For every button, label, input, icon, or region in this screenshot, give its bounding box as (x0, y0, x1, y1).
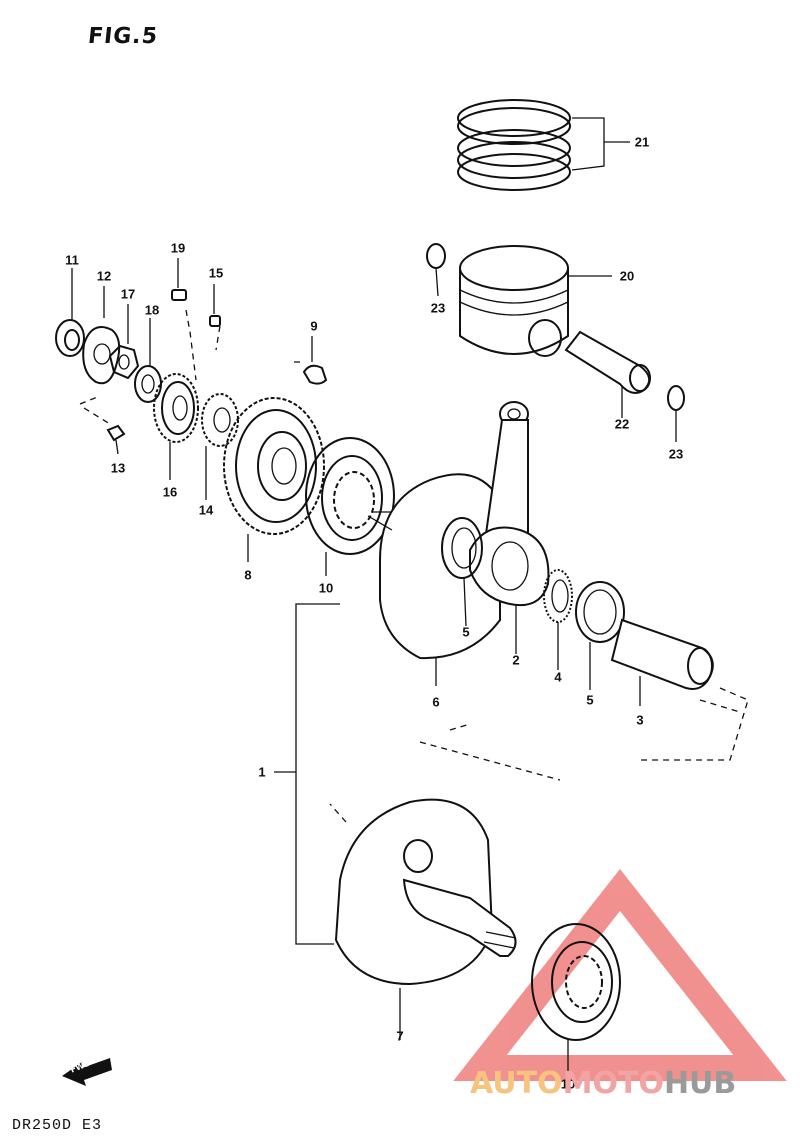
callout-thrust-washer-left: 5 (462, 624, 470, 640)
callout-primary-gear: 16 (162, 484, 178, 500)
connecting-rod (469, 401, 550, 654)
figure-title: FIG.5 (86, 24, 160, 49)
watermark-part-moto: MOTO (562, 1066, 664, 1101)
callout-crank-web-right: 6 (432, 694, 440, 710)
callout-dowel-pin: 9 (310, 318, 318, 334)
circlip-lower (667, 385, 685, 411)
callout-crank-pin: 3 (636, 712, 644, 728)
watermark-text: AUTOMOTOHUB (470, 1066, 736, 1101)
fwd-arrow-icon (62, 1058, 112, 1086)
key-19 (171, 289, 187, 301)
callout-piston-pin: 22 (614, 416, 630, 432)
crankshaft-bearing-right (531, 923, 621, 1076)
callout-piston: 20 (619, 268, 635, 284)
callout-circlip-upper: 23 (430, 300, 446, 316)
callout-washer: 18 (144, 302, 160, 318)
balancer-drive-gear (201, 393, 239, 500)
primary-drive-gear (153, 373, 199, 480)
callout-circlip-lower: 23 (668, 446, 684, 462)
callout-crank-web-left: 7 (396, 1028, 404, 1044)
crank-pin (610, 618, 714, 706)
crank-web-left (329, 798, 517, 1040)
callout-lock-washer: 12 (96, 268, 112, 284)
callout-connecting-rod: 2 (512, 652, 520, 668)
watermark-logo-icon (453, 868, 787, 1081)
model-code: DR250D E3 (12, 1117, 103, 1134)
callout-thrust-washer-right: 5 (586, 692, 594, 708)
dowel-pin (302, 336, 328, 385)
callout-key-15: 15 (208, 265, 224, 281)
key-15 (209, 315, 221, 327)
callout-timing-gear: 8 (244, 567, 252, 583)
assembly-bracket (295, 603, 340, 945)
callout-needle-bearing: 4 (554, 669, 562, 685)
timing-gear (223, 397, 325, 562)
callout-oil-seal: 11 (65, 252, 79, 268)
callout-balancer-gear: 14 (198, 502, 214, 518)
needle-bearing (543, 569, 573, 670)
callout-bolt: 13 (110, 460, 126, 476)
thrust-washer-right (575, 581, 625, 690)
bolt (106, 424, 126, 455)
callout-key-19: 19 (170, 240, 186, 256)
callout-crankshaft-assembly: 1 (258, 764, 266, 780)
nut (108, 304, 140, 380)
washer (134, 318, 162, 403)
callout-bearing-right: 10 (560, 1076, 576, 1092)
callout-nut: 17 (120, 286, 136, 302)
callout-bearing-left: 10 (318, 580, 334, 596)
lock-washer (82, 286, 121, 385)
crankshaft-bearing-left (305, 437, 395, 576)
callout-piston-rings: 21 (634, 134, 650, 150)
piston (459, 245, 612, 357)
watermark-part-hub: HUB (663, 1066, 737, 1101)
piston-pin (564, 330, 651, 418)
oil-seal (55, 268, 85, 357)
watermark-part-auto: AUTO (470, 1066, 563, 1101)
thrust-washer-left (441, 517, 483, 627)
circlip-upper (426, 243, 446, 269)
piston-rings (457, 99, 630, 191)
